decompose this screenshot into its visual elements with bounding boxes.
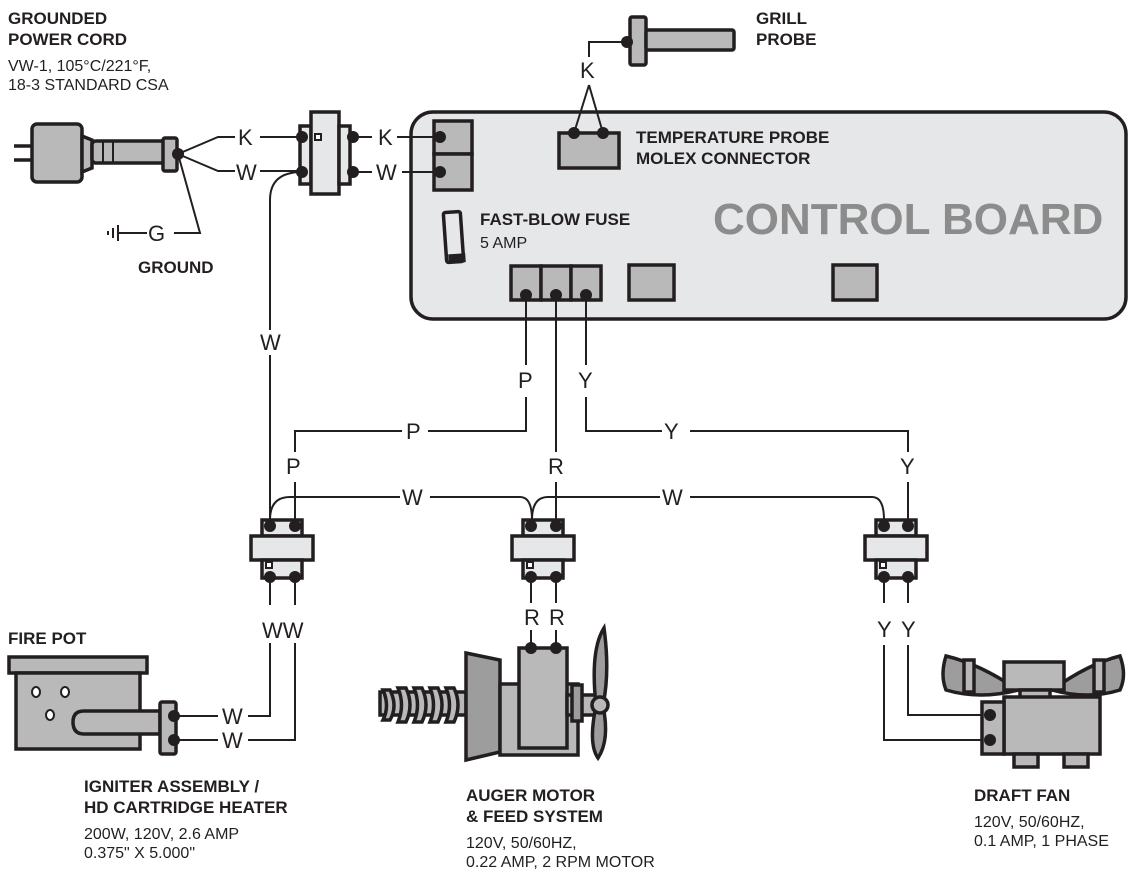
wire-label-w-igniter-bottom: W (222, 728, 243, 753)
wire-label-y-horizontal: Y (664, 419, 679, 444)
wire-label-w-bus-left: W (402, 485, 423, 510)
auger-title-line1: AUGER MOTOR (466, 786, 596, 805)
wire-label-w-bus-right: W (662, 485, 683, 510)
fire-pot-icon (7, 655, 178, 756)
wire-label-ww-firepot: WW (262, 618, 304, 643)
board-relay-block-2 (831, 263, 879, 302)
draft-fan-title: DRAFT FAN (974, 786, 1071, 805)
temp-probe-molex-connector (557, 131, 621, 170)
wire-label-g-cord: G (148, 221, 165, 246)
igniter-title-line2: HD CARTRIDGE HEATER (84, 798, 288, 817)
igniter-spec-line1: 200W, 120V, 2.6 AMP (84, 826, 240, 843)
auger-connector (510, 518, 576, 580)
power-cord-title-line2: POWER CORD (8, 30, 127, 49)
grill-probe-title-line2: PROBE (756, 30, 817, 49)
fuse-title: FAST-BLOW FUSE (480, 210, 631, 229)
firepot-connector (249, 518, 315, 580)
fuse-spec: 5 AMP (480, 235, 528, 252)
wire-label-p-board: P (518, 368, 533, 393)
auger-title-line2: & FEED SYSTEM (466, 807, 603, 826)
wire-label-k-probe: K (580, 58, 595, 83)
ground-symbol-icon (107, 225, 119, 241)
wire-label-p-horizontal: P (406, 419, 421, 444)
power-cord-spec-line2: 18-3 STANDARD CSA (8, 77, 169, 94)
draft-fan-icon (941, 653, 1126, 769)
wire-label-y-fan-right: Y (901, 617, 916, 642)
wire-label-y-board: Y (578, 368, 593, 393)
power-plug-icon (14, 122, 179, 184)
wire-label-r-auger-left: R (524, 605, 540, 630)
wire-label-r-auger-right: R (549, 605, 565, 630)
wire-label-w-cord: W (236, 160, 257, 185)
wire-label-y-fan: Y (900, 454, 915, 479)
wire-label-y-fan-left: Y (877, 617, 892, 642)
wire-label-k-cord: K (238, 125, 253, 150)
wire-label-w-igniter-top: W (222, 704, 243, 729)
inline-cord-connector (298, 110, 352, 196)
fast-blow-fuse (441, 209, 466, 265)
power-cord-spec-line1: VW-1, 105°C/221°F, (8, 58, 152, 75)
wire-label-w-vertical: W (260, 330, 281, 355)
wire-label-w-board: W (376, 160, 397, 185)
auger-spec-line2: 0.22 AMP, 2 RPM MOTOR (466, 854, 655, 871)
control-board-title: CONTROL BOARD (713, 195, 1103, 244)
auger-motor-icon (378, 623, 610, 763)
wire-label-r-auger: R (548, 454, 564, 479)
draft-fan-spec-line1: 120V, 50/60HZ, (974, 814, 1085, 831)
wire-label-k-board: K (378, 125, 393, 150)
auger-spec-line1: 120V, 50/60HZ, (466, 835, 577, 852)
power-cord-title-line1: GROUNDED (8, 9, 108, 28)
igniter-spec-line2: 0.375" X 5.000" (84, 845, 195, 862)
temp-probe-title-line2: MOLEX CONNECTOR (636, 149, 811, 168)
wire-label-p-firepot: P (286, 454, 301, 479)
ground-label: GROUND (138, 258, 214, 277)
fire-pot-title: FIRE POT (8, 629, 87, 648)
draft-fan-connector (863, 518, 929, 580)
igniter-title-line1: IGNITER ASSEMBLY / (84, 777, 260, 796)
board-relay-block-1 (627, 263, 676, 302)
grill-probe-icon (628, 15, 736, 67)
draft-fan-spec-line2: 0.1 AMP, 1 PHASE (974, 833, 1109, 850)
temp-probe-title-line1: TEMPERATURE PROBE (636, 128, 830, 147)
grill-probe-title-line1: GRILL (756, 9, 807, 28)
